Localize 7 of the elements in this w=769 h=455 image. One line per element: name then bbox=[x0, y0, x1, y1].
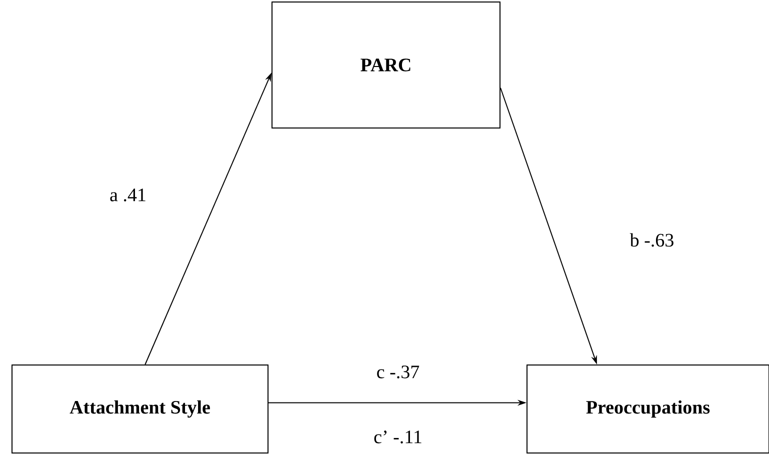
variable-box: Preoccupations bbox=[526, 364, 769, 454]
variable-box: Attachment Style bbox=[12, 364, 268, 454]
path-coefficient: b -.63 bbox=[628, 232, 676, 248]
path-coefficient: c -.37 bbox=[375, 364, 421, 380]
path-coefficient: a .41 bbox=[108, 188, 148, 202]
variable-box: PARC bbox=[272, 2, 500, 128]
path-coefficient: c’ -.11 bbox=[374, 430, 422, 444]
